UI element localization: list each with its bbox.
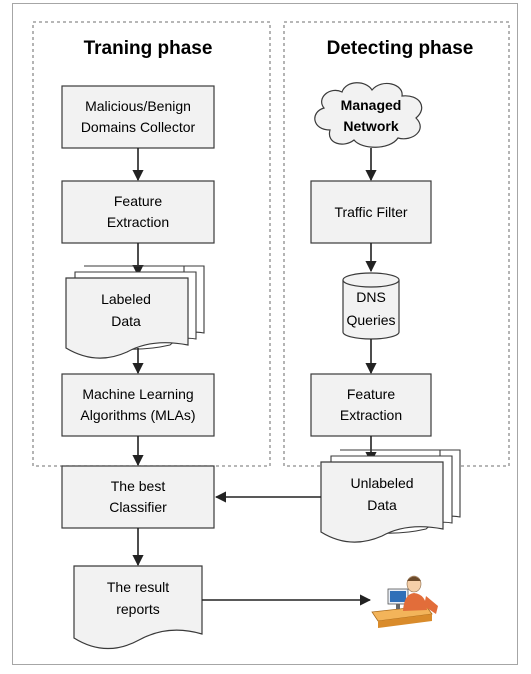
mla-box: Machine Learning Algorithms (MLAs)	[61, 373, 215, 437]
analyst-at-computer-icon	[371, 575, 438, 628]
traffic-filter-box: Traffic Filter	[310, 180, 432, 244]
labeled-data-line2: Data	[111, 313, 141, 329]
traffic-filter-label: Traffic Filter	[334, 204, 407, 220]
collector-label-line2: Domains Collector	[81, 119, 196, 135]
detecting-phase-title: Detecting phase	[327, 38, 474, 59]
result-reports-line1: The result	[107, 579, 169, 595]
unlabeled-data-line1: Unlabeled	[350, 475, 413, 491]
managed-network-line1: Managed	[341, 97, 402, 113]
labeled-data-multidocument: Labeled Data	[65, 265, 205, 359]
training-feature-label-line2: Extraction	[107, 214, 169, 230]
unlabeled-data-multidocument: Unlabeled Data	[320, 449, 461, 543]
training-feature-label-line1: Feature	[114, 193, 162, 209]
detecting-feature-label-line1: Feature	[347, 386, 395, 402]
malicious-benign-collector-box: Malicious/Benign Domains Collector	[61, 85, 215, 149]
dns-queries-line1: DNS	[356, 289, 386, 305]
classifier-label-line1: The best	[111, 478, 166, 494]
mla-label-line2: Algorithms (MLAs)	[80, 407, 195, 423]
training-phase-title: Traning phase	[84, 38, 213, 59]
detecting-feature-label-line2: Extraction	[340, 407, 402, 423]
collector-label-line1: Malicious/Benign	[85, 98, 191, 114]
classifier-label-line2: Classifier	[109, 499, 167, 515]
labeled-data-line1: Labeled	[101, 291, 151, 307]
managed-network-cloud: Managed Network	[314, 82, 423, 148]
outer-frame	[12, 3, 518, 665]
result-reports-line2: reports	[116, 601, 160, 617]
best-classifier-box: The best Classifier	[61, 465, 215, 529]
detecting-feature-extraction-box: Feature Extraction	[310, 373, 432, 437]
dns-queries-database: DNS Queries	[342, 272, 400, 340]
dns-queries-line2: Queries	[346, 312, 395, 328]
result-reports-document: The result reports	[73, 565, 203, 650]
mla-label-line1: Machine Learning	[82, 386, 193, 402]
training-feature-extraction-box: Feature Extraction	[61, 180, 215, 244]
managed-network-line2: Network	[343, 118, 398, 134]
unlabeled-data-line2: Data	[367, 497, 397, 513]
